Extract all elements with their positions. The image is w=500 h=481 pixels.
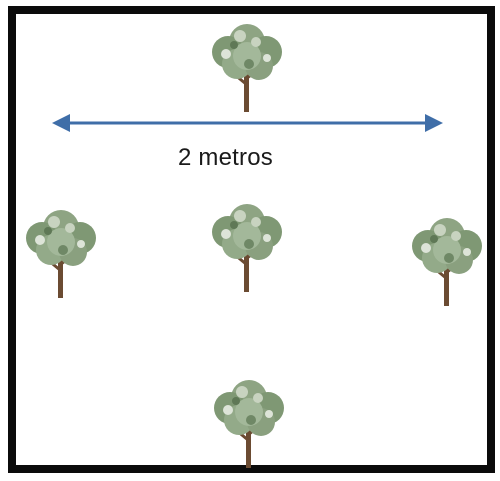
distance-arrow [50, 108, 445, 138]
tree-icon [206, 368, 292, 472]
distance-label: 2 metros [178, 144, 273, 171]
tree-icon [204, 12, 290, 116]
tree-icon [404, 206, 490, 310]
tree-icon [18, 198, 104, 302]
tree-icon [204, 192, 290, 296]
